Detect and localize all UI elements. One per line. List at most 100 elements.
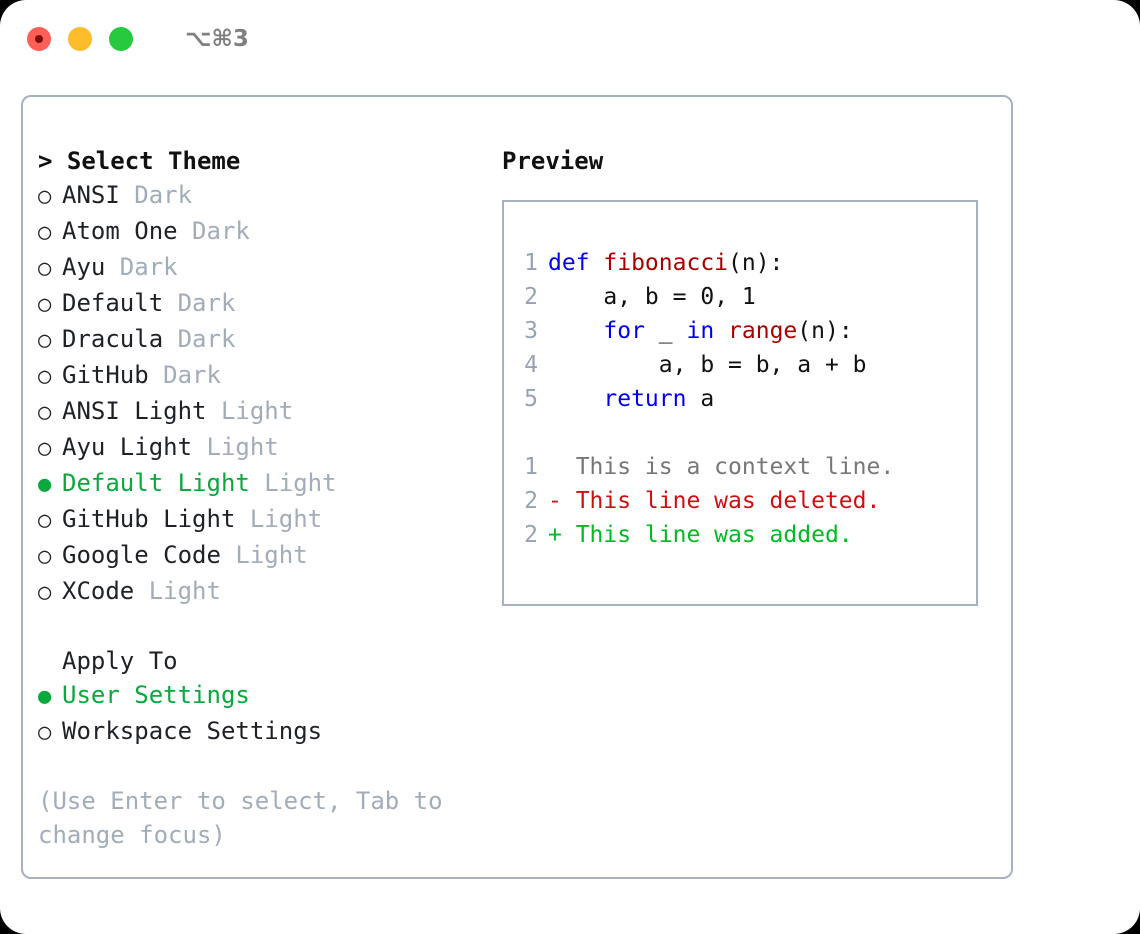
theme-list-column: > Select Theme ○ANSI Dark○Atom One Dark○… [38,144,478,852]
theme-item-category: Dark [163,325,236,353]
code-diff-spacer [504,416,976,450]
theme-item-category: Dark [105,253,178,281]
theme-item[interactable]: ○ ANSI Dark [38,178,478,214]
theme-item-label: GitHub Light [62,505,236,533]
line-number: 4 [524,352,538,378]
theme-item-label: Default Light [62,469,250,497]
line-number: 3 [524,318,538,344]
radio-unselected-icon: ○ [38,292,52,317]
radio-unselected-icon: ○ [38,400,52,425]
theme-item-category: Light [220,541,308,569]
close-button-icon[interactable] [27,27,51,51]
radio-unselected-icon: ○ [38,328,52,353]
preview-header: Preview [502,147,604,175]
theme-item[interactable]: ○ ANSI Light Light [38,394,478,430]
diff-line-added: 2 + This line was added. [504,518,976,552]
radio-unselected-icon: ○ [38,184,52,209]
diff-sample: 1 This is a context line.2- This line wa… [504,450,976,552]
theme-item-category: Light [235,505,323,533]
theme-item-label: GitHub [62,361,149,389]
code-line-content: return a [548,382,714,416]
theme-item[interactable]: ○ GitHub Light Light [38,502,478,538]
theme-item[interactable]: ○ Google Code Light [38,538,478,574]
keyboard-hint-text: (Use Enter to select, Tab to change focu… [38,787,443,849]
keyboard-shortcut-label: ⌥⌘3 [185,26,249,52]
code-token-keyword: return [603,386,687,412]
theme-item-label: ANSI Light [62,397,207,425]
theme-item-label: Google Code [62,541,221,569]
zoom-button-icon[interactable] [109,27,133,51]
apply-to-item[interactable]: ● User Settings [38,678,478,714]
theme-item[interactable]: ○ GitHub Dark [38,358,478,394]
theme-picker-panel: > Select Theme ○ANSI Dark○Atom One Dark○… [21,95,1013,879]
radio-unselected-icon: ○ [38,720,52,745]
diff-line-deleted: 2- This line was deleted. [504,484,976,518]
diff-line-context: 1 This is a context line. [504,450,976,484]
code-token-keyword: def [548,250,604,276]
radio-unselected-icon: ○ [38,580,52,605]
theme-item[interactable]: ●Default Light Light [38,466,478,502]
window-controls [27,27,133,51]
theme-item[interactable]: ○Ayu Light Light [38,430,478,466]
theme-item-category: Dark [163,289,236,317]
code-line: 5 return a [504,382,976,416]
apply-to-item-label: User Settings [62,681,250,709]
theme-item[interactable]: ○Atom One Dark [38,214,478,250]
radio-selected-icon: ● [38,472,52,497]
theme-item-label: Ayu [62,253,106,281]
radio-unselected-icon: ○ [38,544,52,569]
theme-item-category: Light [134,577,221,605]
title-bar: ⌥⌘3 [0,0,1140,78]
code-token-function: fibonacci [603,250,729,276]
code-token-plain: (n): [728,250,784,276]
code-line: 4 a, b = b, a + b [504,348,976,382]
code-token-plain: a, b = b, a + b [548,352,867,378]
radio-unselected-icon: ○ [38,256,52,281]
code-line-content: def fibonacci(n): [548,246,783,280]
theme-item-category: Dark [148,361,221,389]
theme-item-label: XCode [62,577,135,605]
theme-item[interactable]: ○ Ayu Dark [38,250,478,286]
theme-item[interactable]: ○Dracula Dark [38,322,478,358]
line-number: 2 [524,284,538,310]
code-line-content: a, b = 0, 1 [548,280,756,314]
theme-item-category: Dark [119,181,193,209]
code-token-plain: a [686,386,715,412]
line-number: 2 [524,522,538,548]
theme-list-header: > Select Theme [38,147,241,175]
theme-item-category: Light [206,397,294,425]
apply-to-list[interactable]: ● User Settings ○ Workspace Settings [38,678,478,750]
apply-to-header-label: Apply To [62,647,178,675]
theme-item[interactable]: ○ XCode Light [38,574,478,610]
theme-item-label: ANSI [62,181,120,209]
radio-unselected-icon: ○ [38,508,52,533]
diff-line-content: + This line was added. [548,522,853,548]
line-number: 1 [524,454,538,480]
line-number: 2 [524,488,538,514]
code-token-plain [548,318,603,344]
theme-item-label: Atom One [62,217,178,245]
code-line-content: for _ in range(n): [548,314,853,348]
theme-item-category: Light [192,433,279,461]
line-number: 5 [524,386,538,412]
code-token-plain: _ [644,318,687,344]
apply-to-item-label: Workspace Settings [62,717,323,745]
minimize-button-icon[interactable] [68,27,92,51]
code-line: 2 a, b = 0, 1 [504,280,976,314]
apply-to-header: ○ Apply To [38,644,478,678]
apply-to-item[interactable]: ○ Workspace Settings [38,714,478,750]
theme-item-category: Dark [177,217,250,245]
radio-selected-icon: ● [38,684,52,709]
code-token-plain: (n): [797,318,853,344]
theme-list[interactable]: ○ANSI Dark○Atom One Dark○Ayu Dark○Defaul… [38,178,478,610]
code-token-plain: a, b = 0, 1 [548,284,756,310]
radio-unselected-icon: ○ [38,364,52,389]
theme-item-label: Default [62,289,164,317]
code-line: 3 for _ in range(n): [504,314,976,348]
theme-item[interactable]: ○ Default Dark [38,286,478,322]
